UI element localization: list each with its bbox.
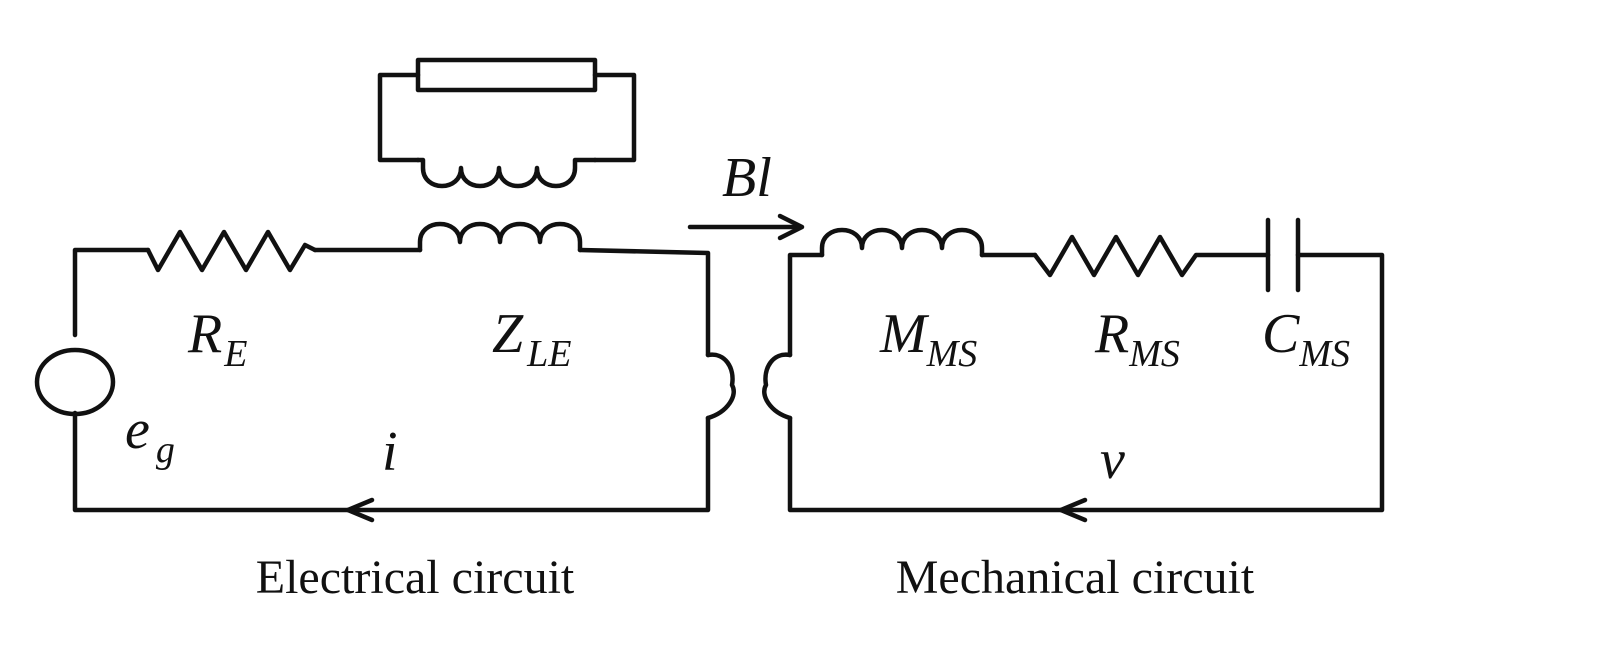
label-re: RE (187, 303, 247, 375)
label-cms: CMS (1262, 303, 1350, 375)
label-mms: MMS (879, 303, 977, 375)
resistor-re (145, 229, 318, 273)
bl-arrow-head (777, 213, 805, 241)
electrical-left-wire-upper (72, 247, 151, 338)
label-rms-sub: MS (1128, 333, 1180, 375)
label-eg-sub: g (156, 429, 175, 471)
electrical-gyrator-half (705, 352, 736, 421)
label-zle-sub: LE (526, 333, 571, 375)
velocity-arrow-v (1058, 497, 1088, 523)
mechanical-left-wire-upper (787, 252, 825, 358)
label-v: v (1100, 429, 1125, 491)
mechanical-outer-wire (787, 252, 1385, 513)
inductor-mms (819, 227, 985, 258)
electrical-right-wire-lower (72, 410, 711, 513)
label-i: i (382, 421, 398, 483)
parallel-resistor-block (415, 57, 598, 93)
label-mms-sub: MS (926, 333, 978, 375)
electrical-circuit (34, 221, 736, 523)
mechanical-circuit (762, 217, 1385, 523)
current-arrow-i (345, 497, 375, 523)
resistor-rms (1032, 234, 1271, 278)
caption-mechanical: Mechanical circuit (896, 551, 1255, 604)
electrical-top-wire-2 (577, 247, 711, 358)
voltage-source-eg (34, 347, 116, 417)
label-re-main: R (187, 303, 222, 365)
label-re-sub: E (223, 333, 247, 375)
caption-electrical: Electrical circuit (256, 551, 575, 604)
capacitor-cms (1265, 217, 1301, 293)
mechanical-gyrator-half (762, 352, 793, 421)
label-rms-main: R (1094, 303, 1129, 365)
bl-transducer (687, 213, 805, 241)
parallel-branch-wire (377, 72, 637, 163)
label-rms: RMS (1094, 303, 1180, 375)
zle-parallel-branch (377, 57, 637, 189)
label-eg-main: e (125, 399, 150, 461)
label-cms-sub: MS (1298, 333, 1350, 375)
parallel-inductor (415, 157, 598, 189)
label-mms-main: M (879, 303, 930, 365)
inductor-zle (417, 221, 583, 253)
label-bl: Bl (722, 147, 772, 209)
label-cms-main: C (1262, 303, 1300, 365)
label-zle-main: Z (492, 303, 524, 365)
